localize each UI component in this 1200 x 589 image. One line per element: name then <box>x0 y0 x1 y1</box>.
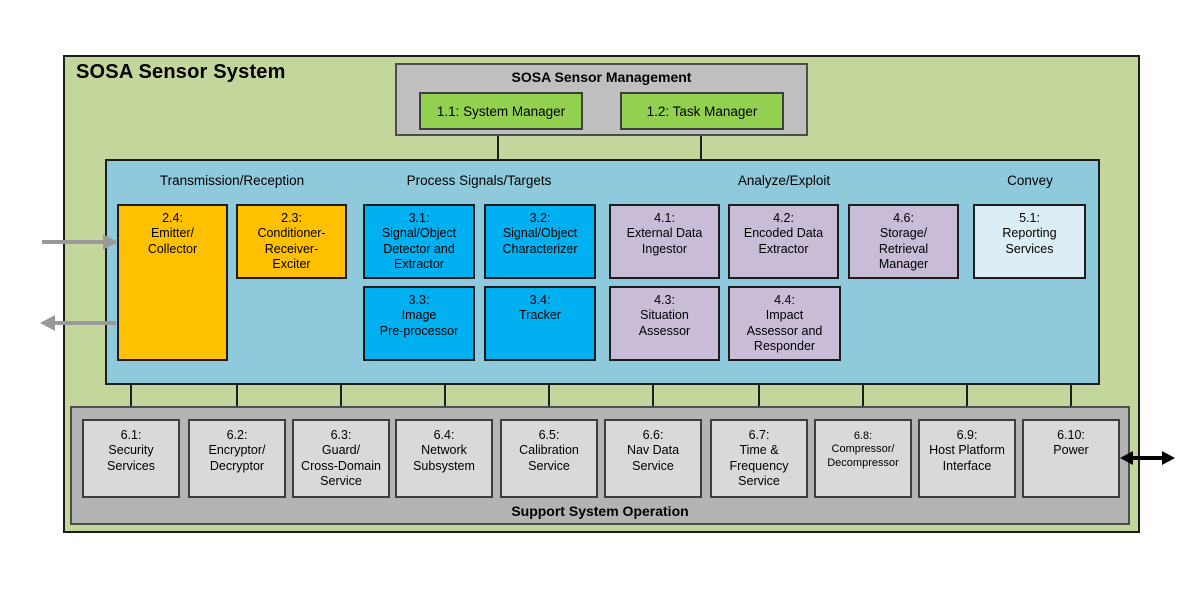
box-task-manager: 1.2: Task Manager <box>620 92 784 130</box>
sensor-management-title: SOSA Sensor Management <box>511 69 692 85</box>
box-tracker: 3.4: Tracker <box>484 286 596 361</box>
connector-line <box>444 384 446 406</box>
box-conditioner-receiver-exciter: 2.3: Conditioner- Receiver- Exciter <box>236 204 347 279</box>
box-emitter-collector: 2.4: Emitter/ Collector <box>117 204 228 361</box>
section-header-convey: Convey <box>1007 173 1053 188</box>
box-network-subsystem: 6.4: Network Subsystem <box>395 419 493 498</box>
box-host-platform-interface: 6.9: Host Platform Interface <box>918 419 1016 498</box>
box-storage-retrieval-manager: 4.6: Storage/ Retrieval Manager <box>848 204 959 279</box>
system-title: SOSA Sensor System <box>76 61 286 83</box>
box-compressor-decompressor: 6.8: Compressor/ Decompressor <box>814 419 912 498</box>
box-signal-object-characterizer: 3.2: Signal/Object Characterizer <box>484 204 596 279</box>
box-external-data-ingestor: 4.1: External Data Ingestor <box>609 204 720 279</box>
input-arrow-shaft <box>42 240 104 244</box>
box-reporting-services: 5.1: Reporting Services <box>973 204 1086 279</box>
box-time-frequency-service: 6.7: Time & Frequency Service <box>710 419 808 498</box>
connector-line <box>130 384 132 406</box>
box-impact-assessor-responder: 4.4: Impact Assessor and Responder <box>728 286 841 361</box>
box-system-manager: 1.1: System Manager <box>419 92 583 130</box>
box-image-pre-processor: 3.3: Image Pre-processor <box>363 286 475 361</box>
connector-line <box>236 384 238 406</box>
connector-line <box>862 384 864 406</box>
box-security-services: 6.1: Security Services <box>82 419 180 498</box>
output-arrow-shaft <box>54 321 116 325</box>
connector-line <box>340 384 342 406</box>
section-header-analyze-exploit: Analyze/Exploit <box>737 173 831 188</box>
support-system-title: Support System Operation <box>511 503 689 519</box>
box-nav-data-service: 6.6: Nav Data Service <box>604 419 702 498</box>
section-header-process-signals-targets: Process Signals/Targets <box>406 173 552 188</box>
box-calibration-service: 6.5: Calibration Service <box>500 419 598 498</box>
connector-line <box>497 136 499 159</box>
connector-line <box>548 384 550 406</box>
bidirectional-arrow-left-icon <box>1120 451 1133 465</box>
input-arrow-icon <box>103 234 118 250</box>
section-header-transmission-reception: Transmission/Reception <box>159 173 305 188</box>
connector-line <box>652 384 654 406</box>
connector-line <box>1070 384 1072 406</box>
box-power: 6.10: Power <box>1022 419 1120 498</box>
bidirectional-arrow-right-icon <box>1162 451 1175 465</box>
connector-line <box>700 136 702 159</box>
box-guard-cross-domain-service: 6.3: Guard/ Cross-Domain Service <box>292 419 390 498</box>
connector-line <box>758 384 760 406</box>
box-encryptor-decryptor: 6.2: Encryptor/ Decryptor <box>188 419 286 498</box>
output-arrow-icon <box>40 315 55 331</box>
box-signal-object-detector-extractor: 3.1: Signal/Object Detector and Extracto… <box>363 204 475 279</box>
box-situation-assessor: 4.3: Situation Assessor <box>609 286 720 361</box>
box-encoded-data-extractor: 4.2: Encoded Data Extractor <box>728 204 839 279</box>
connector-line <box>966 384 968 406</box>
bidirectional-arrow-shaft <box>1131 456 1163 460</box>
